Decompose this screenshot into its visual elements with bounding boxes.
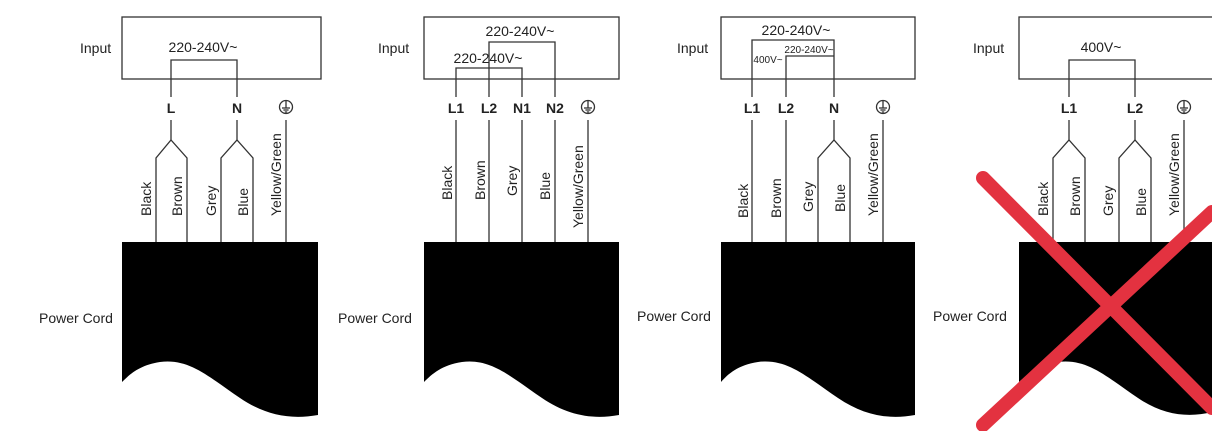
wire-label: Brown [472, 160, 488, 200]
wire-bridge [1118, 139, 1152, 242]
wire-label: Black [1035, 181, 1051, 216]
input-box [1018, 16, 1212, 80]
terminal-label: L1 [744, 100, 761, 116]
voltage-label: 220-240V~ [169, 39, 238, 55]
terminal-label: L2 [481, 100, 498, 116]
supply-wire [488, 41, 556, 97]
voltage-label: 400V~ [753, 55, 782, 66]
input-label: Input [973, 40, 1004, 56]
terminal-label: L2 [1127, 100, 1144, 116]
wire-label: Brown [768, 178, 784, 218]
power-cord [424, 242, 619, 417]
terminal-label: L1 [1061, 100, 1078, 116]
power-cord [721, 242, 915, 417]
supply-wire [1068, 59, 1136, 97]
input-box [121, 16, 322, 80]
panel-4: Input 400V~ L1 L2 Black Brown Grey Blue … [933, 16, 1212, 431]
wire-label: Grey [203, 186, 219, 216]
voltage-label: 220-240V~ [454, 50, 523, 66]
supply-wire [785, 55, 834, 97]
wire-bridge [817, 139, 851, 242]
wire-label: Blue [537, 172, 553, 200]
wire-label: Black [439, 165, 455, 200]
panel-3: Input 220-240V~ 400V~ 220-240V~ L1 L2 N … [637, 16, 916, 417]
power-cord [122, 242, 318, 417]
ground-icon [1176, 99, 1192, 115]
voltage-label: 220-240V~ [486, 23, 555, 39]
wire-label: Yellow/Green [268, 133, 284, 216]
ground-icon [278, 99, 294, 115]
power-cord-label: Power Cord [933, 308, 1007, 324]
input-label: Input [378, 40, 409, 56]
wire-bridge [1052, 139, 1086, 242]
wire-label: Grey [800, 182, 816, 212]
wire-label: Yellow/Green [1166, 133, 1182, 216]
voltage-label: 220-240V~ [762, 22, 831, 38]
wire-label: Blue [832, 184, 848, 212]
power-cord-label: Power Cord [637, 308, 711, 324]
voltage-label: 400V~ [1081, 39, 1122, 55]
wire-label: Black [138, 181, 154, 216]
terminal-label: L [167, 100, 176, 116]
ground-icon [580, 99, 596, 115]
power-cord-label: Power Cord [39, 310, 113, 326]
power-cord [1019, 242, 1212, 415]
supply-wire [751, 39, 835, 97]
terminal-label: N [829, 100, 839, 116]
cross-out-icon [976, 205, 1212, 431]
wire-bridge [155, 139, 188, 242]
wire-label: Brown [169, 176, 185, 216]
voltage-label: 220-240V~ [784, 45, 833, 56]
supply-wire [455, 67, 523, 97]
panel-2: Input 220-240V~ 220-240V~ L1 L2 N1 N2 Bl… [338, 16, 620, 417]
wire-label: Yellow/Green [570, 145, 586, 228]
ground-icon [875, 99, 891, 115]
terminal-label: N [232, 100, 242, 116]
terminal-label: N1 [513, 100, 531, 116]
wire-label: Yellow/Green [865, 133, 881, 216]
wire-label: Black [735, 183, 751, 218]
input-box [720, 16, 916, 80]
wire-label: Blue [1133, 188, 1149, 216]
panel-1: Input 220-240V~ L N Black Brown Grey Blu… [39, 16, 322, 417]
input-label: Input [80, 40, 111, 56]
power-cord-label: Power Cord [338, 310, 412, 326]
wire-label: Grey [504, 166, 520, 196]
wire-label: Blue [235, 188, 251, 216]
wire-label: Brown [1067, 176, 1083, 216]
input-label: Input [677, 40, 708, 56]
wire-bridge [220, 139, 254, 242]
terminal-label: N2 [546, 100, 564, 116]
cross-out-icon [976, 171, 1212, 415]
supply-wire [170, 59, 238, 97]
terminal-label: L2 [778, 100, 795, 116]
terminal-label: L1 [448, 100, 465, 116]
wire-label: Grey [1100, 186, 1116, 216]
